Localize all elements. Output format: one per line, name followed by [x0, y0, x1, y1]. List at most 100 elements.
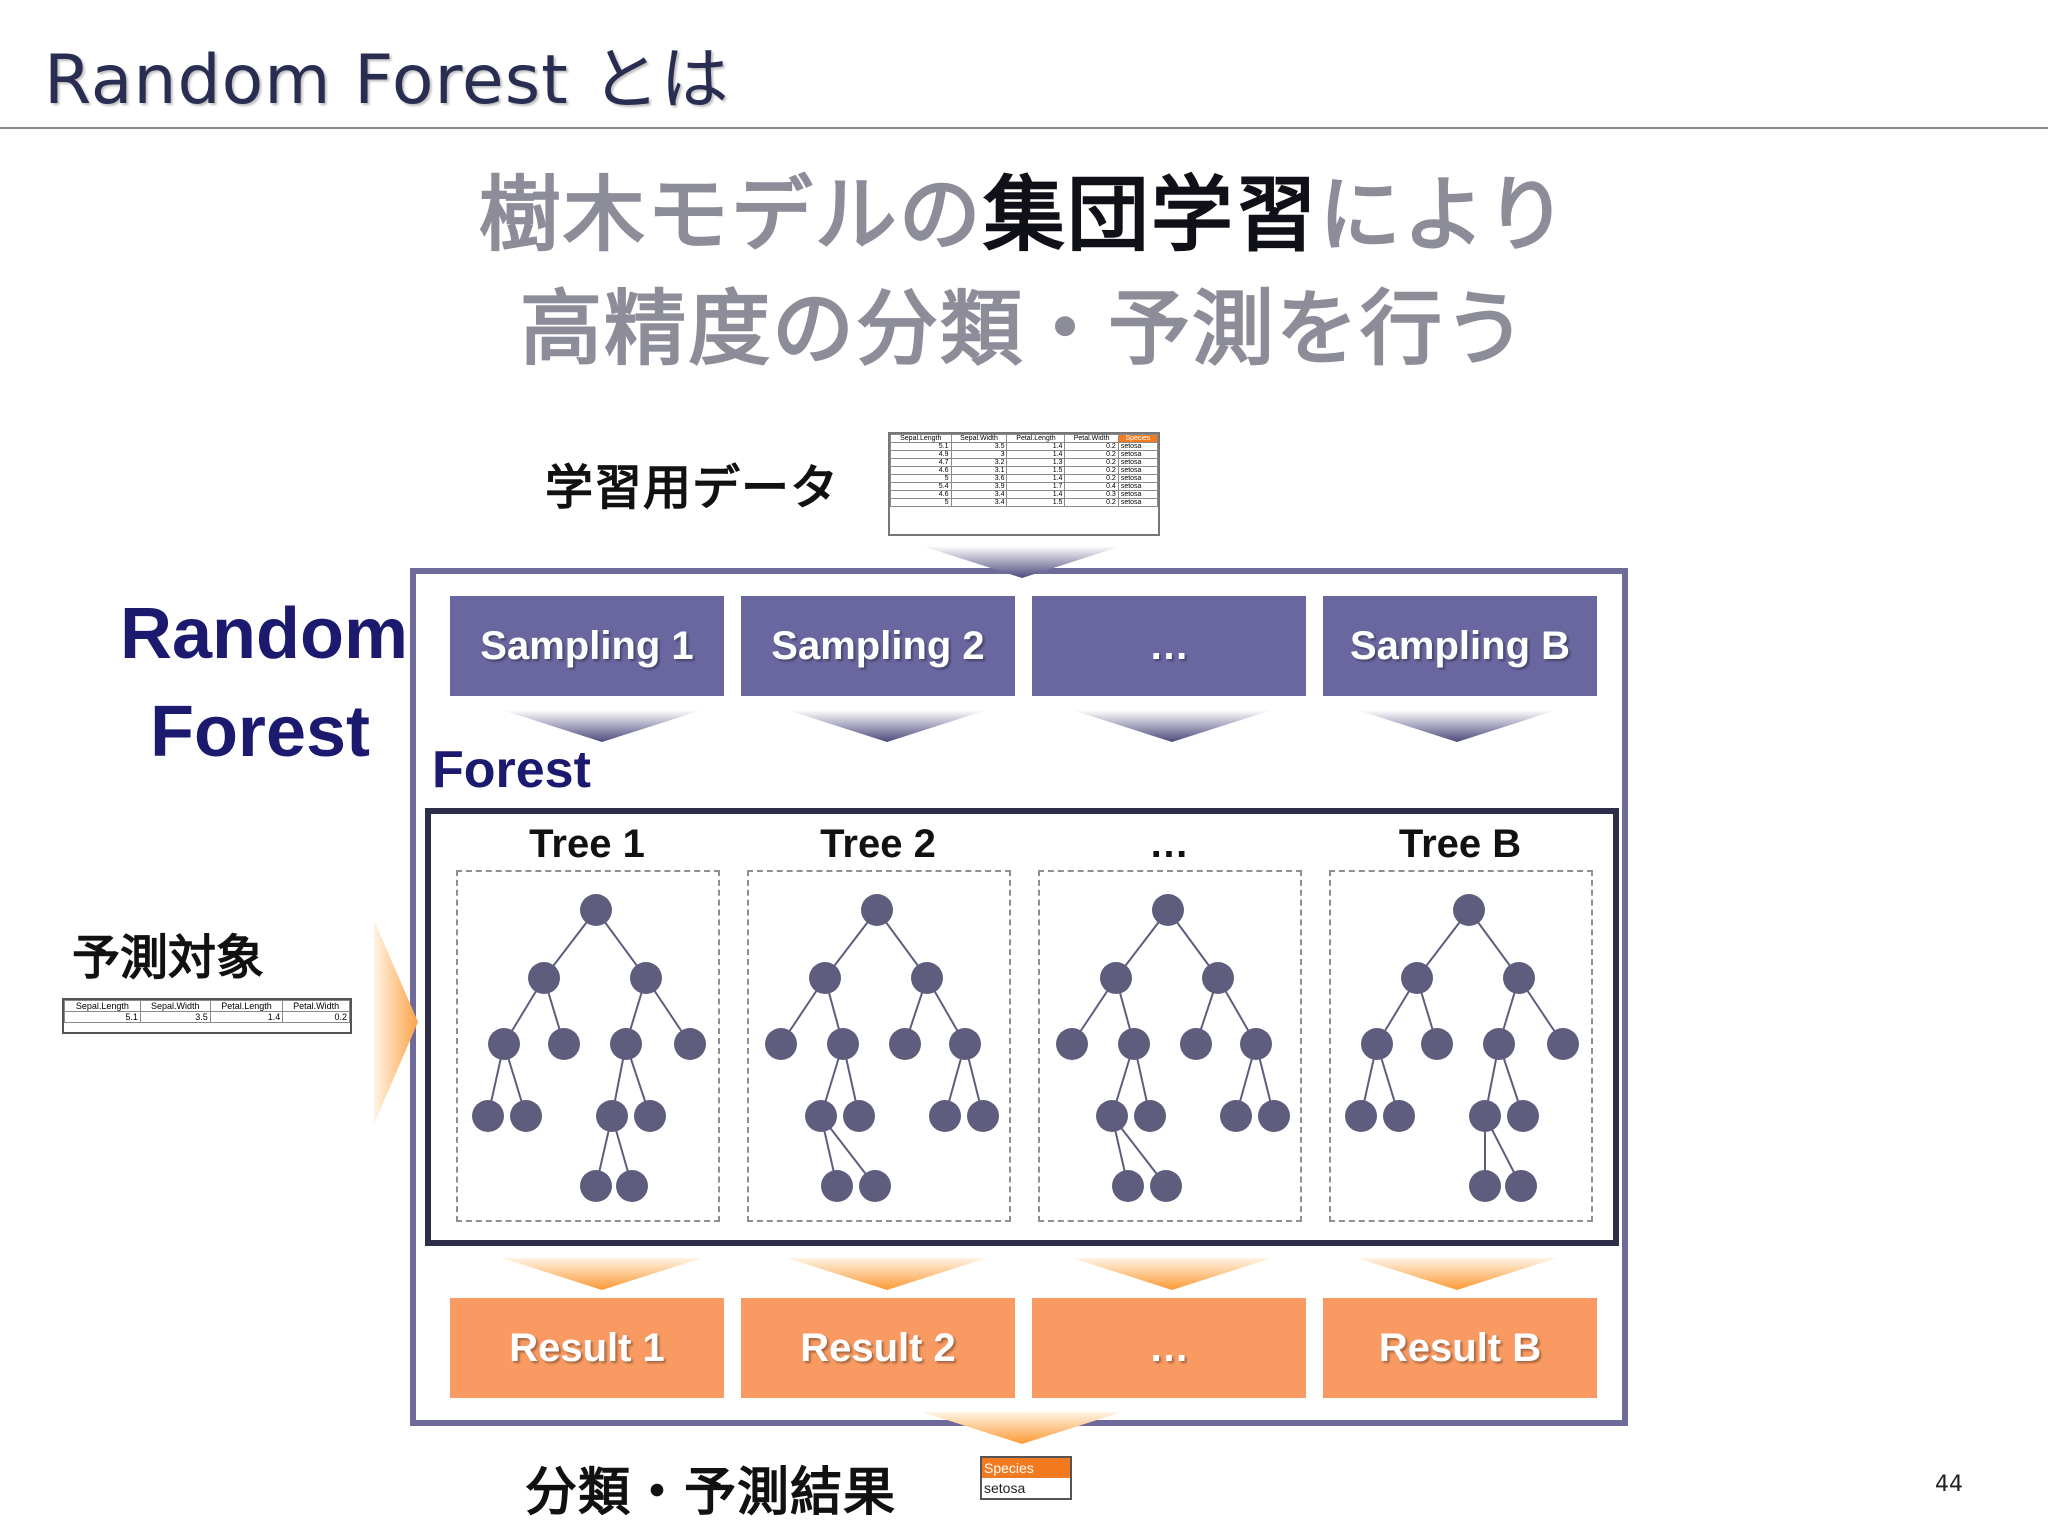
target-table-cell: 3.5	[139, 1011, 211, 1023]
tree-node	[1134, 1100, 1166, 1132]
tree-node	[805, 1100, 837, 1132]
result-box-b: Result B	[1323, 1298, 1597, 1398]
tree-node	[967, 1100, 999, 1132]
result-box-ellipsis: …	[1032, 1298, 1306, 1398]
arrow-sampling-ellipsis	[1072, 710, 1272, 742]
training-table-cell: 0.2	[1064, 498, 1119, 507]
tree-node	[548, 1028, 580, 1060]
tree-node	[1421, 1028, 1453, 1060]
tree-node	[859, 1170, 891, 1202]
page-number: 44	[1935, 1472, 1963, 1497]
tree-node	[1152, 894, 1184, 926]
random-forest-line-1: Random	[120, 594, 408, 674]
tree-panel-ellipsis	[1038, 870, 1302, 1222]
prediction-target-label: 予測対象	[72, 930, 265, 986]
headline-line-2: 高精度の分類・予測を行う	[519, 282, 1528, 377]
arrow-result-1	[502, 1258, 702, 1290]
tree-node	[1345, 1100, 1377, 1132]
tree-node	[1401, 962, 1433, 994]
tree-node	[861, 894, 893, 926]
tree-node	[1383, 1100, 1415, 1132]
tree-node	[1507, 1100, 1539, 1132]
tree-node	[630, 962, 662, 994]
decision-tree-icon	[1345, 894, 1579, 1202]
title-divider	[0, 127, 2048, 129]
tree-node	[1483, 1028, 1515, 1060]
tree-node	[610, 1028, 642, 1060]
decision-tree-icon	[1056, 894, 1290, 1202]
decision-tree-icon	[472, 894, 706, 1202]
classification-result-label: 分類・予測結果	[525, 1463, 897, 1523]
random-forest-label: Random Forest	[120, 585, 408, 781]
random-forest-line-2: Forest	[149, 692, 371, 772]
tree-node	[634, 1100, 666, 1132]
tree-node	[1056, 1028, 1088, 1060]
tree-title-ellipsis: …	[1149, 822, 1189, 866]
headline-emphasis: 集団学習	[982, 168, 1319, 263]
target-table-cell: 0.2	[282, 1011, 350, 1023]
tree-node	[674, 1028, 706, 1060]
species-value: setosa	[984, 1480, 1026, 1496]
tree-node	[809, 962, 841, 994]
forest-frame	[425, 808, 1619, 1246]
training-table-cell: setosa	[1117, 498, 1158, 507]
headline-pre: 樹木モデルの	[478, 168, 983, 263]
tree-node	[843, 1100, 875, 1132]
tree-node	[488, 1028, 520, 1060]
tree-node	[1150, 1170, 1182, 1202]
tree-panel-2	[747, 870, 1011, 1222]
tree-node	[1547, 1028, 1579, 1060]
tree-title-2: Tree 2	[820, 822, 936, 866]
tree-node	[1240, 1028, 1272, 1060]
tree-node	[580, 894, 612, 926]
tree-node	[1503, 962, 1535, 994]
training-data-label: 学習用データ	[545, 460, 840, 516]
tree-node	[1180, 1028, 1212, 1060]
tree-node	[580, 1170, 612, 1202]
headline-line-1: 樹木モデルの集団学習により	[0, 148, 2048, 267]
tree-node	[1100, 962, 1132, 994]
arrow-result-ellipsis	[1072, 1258, 1272, 1290]
tree-node	[1118, 1028, 1150, 1060]
tree-node	[889, 1028, 921, 1060]
tree-panel-1	[456, 870, 720, 1222]
sampling-box-1: Sampling 1	[450, 596, 724, 696]
tree-node	[1112, 1170, 1144, 1202]
tree-node	[949, 1028, 981, 1060]
tree-node	[821, 1170, 853, 1202]
slide-title: Random Forest とは	[44, 41, 730, 120]
sampling-box-2: Sampling 2	[741, 596, 1015, 696]
tree-node	[1453, 894, 1485, 926]
tree-node	[1469, 1100, 1501, 1132]
tree-panel-b	[1329, 870, 1593, 1222]
tree-node	[1505, 1170, 1537, 1202]
tree-node	[1096, 1100, 1128, 1132]
tree-node	[1202, 962, 1234, 994]
tree-node	[929, 1100, 961, 1132]
tree-node	[1469, 1170, 1501, 1202]
tree-node	[596, 1100, 628, 1132]
tree-title-1: Tree 1	[529, 822, 645, 866]
arrow-result-b	[1357, 1258, 1557, 1290]
forest-label: Forest	[432, 741, 591, 799]
tree-title-b: Tree B	[1398, 822, 1522, 866]
arrow-result-2	[787, 1258, 987, 1290]
tree-node	[911, 962, 943, 994]
result-box-2: Result 2	[741, 1298, 1015, 1398]
tree-node	[472, 1100, 504, 1132]
result-species-table: Species setosa	[980, 1456, 1072, 1500]
headline-post: により	[1318, 168, 1570, 263]
tree-node	[827, 1028, 859, 1060]
tree-node	[1258, 1100, 1290, 1132]
species-header: Species	[982, 1458, 1070, 1478]
arrow-into-frame	[922, 546, 1122, 578]
result-box-1: Result 1	[450, 1298, 724, 1398]
arrow-out-of-frame	[922, 1412, 1122, 1444]
tree-node	[1220, 1100, 1252, 1132]
